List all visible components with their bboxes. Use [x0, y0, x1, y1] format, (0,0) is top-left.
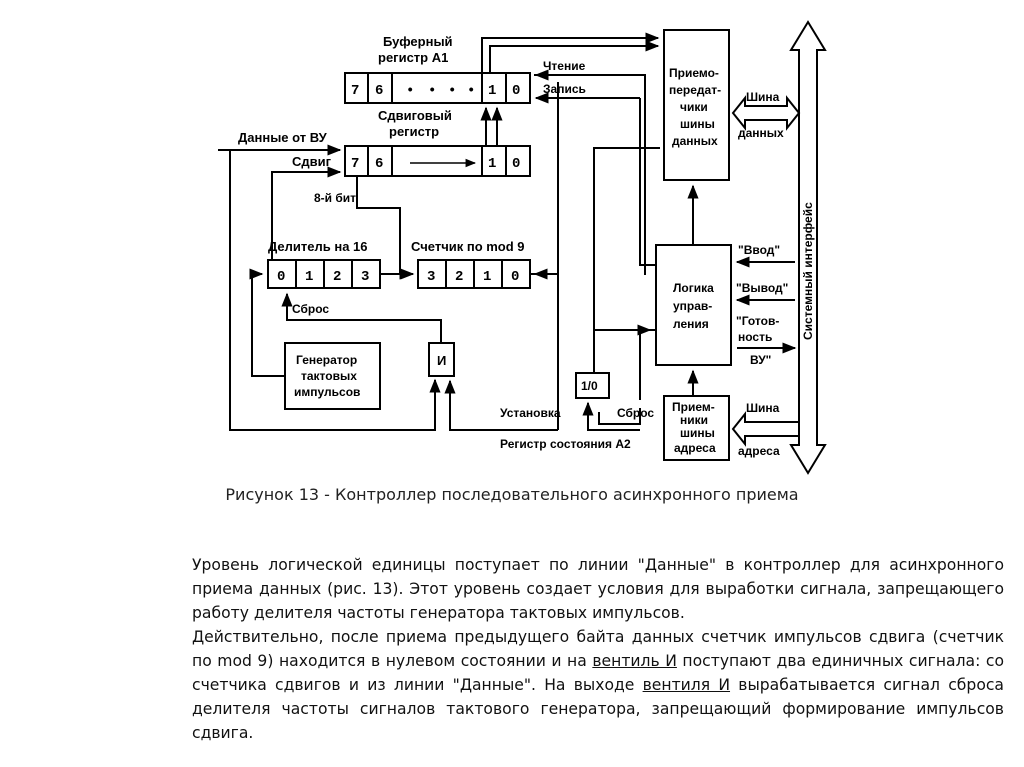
reset-label: Сброс	[617, 406, 654, 420]
shift-label: Сдвиг	[292, 154, 332, 169]
generator-line-2: тактовых	[301, 369, 357, 383]
system-interface-label: Системный интерфейс	[801, 202, 815, 340]
divider-cell-1: 1	[305, 269, 313, 285]
reset-top-label: Сброс	[292, 302, 329, 316]
figure-caption: Рисунок 13 - Контроллер последовательног…	[225, 485, 799, 504]
buffer-cell-0: 0	[512, 83, 520, 99]
generator-line-1: Генератор	[296, 353, 357, 367]
paragraph-2: Действительно, после приема предыдущего …	[192, 625, 1004, 745]
shift-cell-1: 1	[488, 156, 496, 172]
data-from-vu-label: Данные от ВУ	[238, 130, 328, 145]
addr-receivers-line-4: адреса	[674, 441, 716, 455]
divider-cell-3: 3	[361, 269, 369, 285]
system-interface-bus	[789, 20, 827, 475]
shift-register	[344, 145, 531, 177]
input-signal-label: "Ввод"	[738, 243, 780, 257]
shift-cell-0: 0	[512, 156, 520, 172]
and-gate-label: И	[437, 353, 446, 368]
divider-title: Делитель на 16	[268, 239, 368, 254]
paragraph-2-part-2: поступают два единичных сигнала: со счет…	[192, 652, 1005, 694]
buffer-register-title-2: регистр А1	[378, 50, 448, 65]
ready-label-1: "Готов-	[736, 314, 779, 328]
paragraph-2-part-3: вырабатывается сигнал сброса делителя ча…	[192, 676, 1004, 742]
address-bus-arrow	[731, 411, 800, 447]
transceivers-line-2: передат-	[669, 83, 721, 97]
buffer-cell-1: 1	[488, 83, 496, 99]
buffer-cell-6: 6	[375, 83, 383, 99]
counter-cell-0: 0	[511, 269, 519, 285]
buffer-cell-dot-1: •	[406, 83, 414, 99]
buffer-register-title-1: Буферный	[383, 34, 453, 49]
counter-cell-1: 1	[483, 269, 491, 285]
addr-receivers-line-1: Прием-	[672, 400, 715, 414]
addr-receivers-line-3: шины	[680, 426, 715, 440]
data-bus-arrow	[731, 95, 801, 131]
generator-line-3: импульсов	[294, 385, 360, 399]
counter-cell-3: 3	[427, 269, 435, 285]
flipflop-label: 1/0	[581, 379, 598, 393]
write-label: Запись	[543, 82, 586, 96]
set-label: Установка	[500, 406, 561, 420]
shift-register-title-1: Сдвиговый	[378, 108, 452, 123]
divider-cell-0: 0	[277, 269, 285, 285]
data-bus-transceivers	[663, 29, 730, 181]
and-gate-link-1[interactable]: вентиль И	[592, 652, 677, 670]
transceivers-line-4: шины	[680, 117, 715, 131]
divider-cell-2: 2	[333, 269, 341, 285]
paragraph-2-part-1: Действительно, после приема предыдущего …	[192, 628, 1004, 670]
status-register-label: Регистр состояния А2	[500, 437, 631, 451]
ready-label-2: ность	[738, 330, 772, 344]
addr-bus-label-1: Шина	[746, 401, 780, 415]
data-bus-label-2: данных	[738, 126, 784, 140]
data-bus-label-1: Шина	[746, 90, 780, 104]
shift-cell-7: 7	[351, 156, 359, 172]
counter-cell-2: 2	[455, 269, 463, 285]
and-gate	[428, 342, 455, 377]
ready-label-3: ВУ"	[750, 353, 771, 367]
transceivers-line-5: данных	[672, 134, 718, 148]
paragraph-1: Уровень логической единицы поступает по …	[192, 556, 1004, 622]
control-logic-line-2: управ-	[673, 299, 712, 313]
clock-generator	[284, 342, 381, 410]
buffer-cell-dot-3: •	[448, 83, 456, 99]
addr-receivers-line-2: ники	[680, 413, 708, 427]
output-signal-label: "Вывод"	[736, 281, 788, 295]
control-logic-line-1: Логика	[673, 281, 714, 295]
addr-bus-label-2: адреса	[738, 444, 780, 458]
and-gate-link-2[interactable]: вентиля И	[642, 676, 731, 694]
read-label: Чтение	[543, 59, 586, 73]
transceivers-line-1: Приемо-	[669, 66, 719, 80]
shift-register-title-2: регистр	[389, 124, 439, 139]
body-text: Уровень логической единицы поступает по …	[192, 553, 1004, 745]
controller-diagram: 7 6 • • • • 1 0 7 6 1 0 0 1 2 3 3 2 1 0 …	[218, 20, 827, 475]
buffer-cell-7: 7	[351, 83, 359, 99]
buffer-cell-dot-4: •	[467, 83, 475, 99]
buffer-register	[344, 72, 531, 104]
transceivers-line-3: чики	[680, 100, 708, 114]
counter-title: Счетчик по mod 9	[411, 239, 525, 254]
control-logic-line-3: ления	[673, 317, 709, 331]
address-receivers	[663, 395, 730, 461]
status-flipflop	[575, 372, 610, 399]
shift-cell-6: 6	[375, 156, 383, 172]
buffer-cell-dot-2: •	[428, 83, 436, 99]
bit8-label: 8-й бит	[314, 191, 356, 205]
